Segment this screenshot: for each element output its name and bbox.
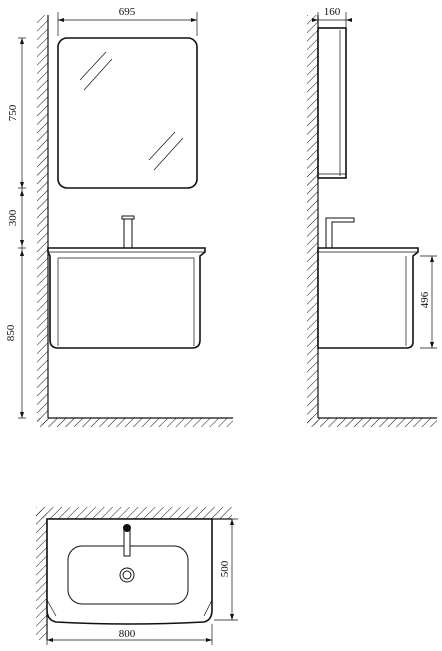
dim-cabinet-height: 496 <box>419 255 437 349</box>
mirror-reflection-lines <box>79 51 184 171</box>
faucet <box>123 217 133 249</box>
dim-gap-height-label: 300 <box>7 209 19 226</box>
front-view: 695 750 300 850 <box>5 6 233 427</box>
dim-vertical-chain: 750 300 850 <box>5 37 26 419</box>
dim-basin-width: 800 <box>46 624 213 645</box>
faucet-side <box>325 217 355 249</box>
front-floor-hatch <box>37 418 233 427</box>
vanity-cabinet-side <box>317 247 419 349</box>
dim-mirror-width: 695 <box>57 6 198 36</box>
faucet-top-view <box>123 529 131 557</box>
dim-mirror-height-label: 750 <box>7 104 19 121</box>
dim-cabinet-height-label: 496 <box>419 291 431 308</box>
faucet-base <box>123 524 131 532</box>
dim-mirror-depth: 160 <box>312 6 352 27</box>
top-wall-hatch-top <box>36 507 232 519</box>
dim-mount-height-label: 850 <box>5 324 17 341</box>
dim-mirror-depth-label: 160 <box>324 6 341 18</box>
mirror-cabinet-side <box>317 27 347 179</box>
top-wall-hatch-left <box>36 510 47 640</box>
front-wall-hatch <box>37 15 48 425</box>
vanity-cabinet <box>47 247 206 349</box>
side-view: 160 496 <box>307 6 437 427</box>
dim-basin-depth: 500 <box>214 518 238 621</box>
side-floor-hatch <box>307 418 437 427</box>
mirror <box>57 37 198 189</box>
dim-basin-width-label: 800 <box>119 628 136 640</box>
side-wall-hatch <box>307 15 318 425</box>
faucet-top <box>121 215 135 220</box>
dim-basin-depth-label: 500 <box>219 560 231 577</box>
dim-mirror-width-label: 695 <box>119 6 136 18</box>
top-view: 500 800 <box>36 507 238 645</box>
